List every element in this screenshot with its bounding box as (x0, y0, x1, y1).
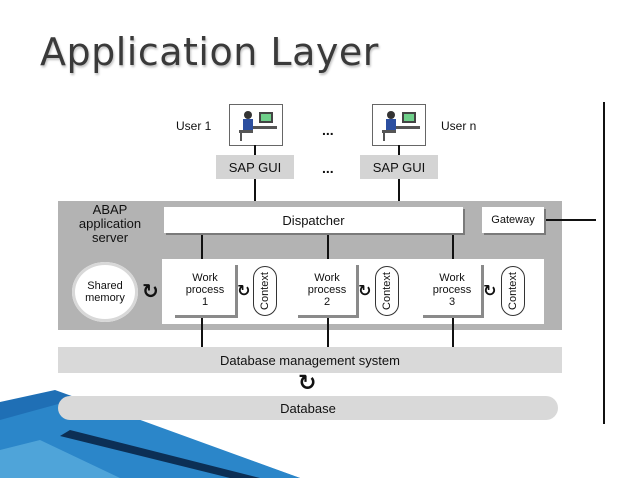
database-box: Database (58, 396, 558, 420)
shared-memory-label-line: memory (85, 292, 125, 304)
exchange-arrows-icon: ↻ (142, 281, 159, 303)
connector (327, 235, 329, 259)
context-label: Context (381, 272, 394, 310)
context-2: Context (375, 266, 399, 316)
work-process-label-line: process (307, 284, 347, 296)
slide-title: Application Layer (40, 30, 379, 74)
dispatcher-box: Dispatcher (164, 207, 463, 233)
exchange-arrows-icon: ↻ (483, 283, 497, 300)
work-process-1: Work process 1 (175, 265, 238, 318)
gateway-external-line (546, 219, 596, 221)
user-at-computer-icon (229, 104, 283, 146)
sap-gui-box-n: SAP GUI (360, 155, 438, 179)
abap-server-label-line: application (78, 216, 142, 231)
context-1: Context (253, 266, 277, 316)
work-process-label-line: 1 (201, 296, 209, 308)
sap-gui-box-1: SAP GUI (216, 155, 294, 179)
shared-memory: Shared memory (72, 262, 138, 322)
work-process-label-line: Work (439, 272, 465, 284)
database-management-system-box: Database management system (58, 347, 562, 373)
context-label: Context (259, 272, 272, 310)
connector (452, 318, 454, 347)
work-process-label-line: Work (314, 272, 340, 284)
exchange-arrows-icon: ↻ (358, 283, 372, 300)
abap-server-label: ABAP application server (62, 203, 158, 245)
connector (398, 145, 400, 155)
user-n-label: User n (441, 119, 477, 133)
connector (254, 179, 256, 205)
connector (254, 145, 256, 155)
connector (201, 318, 203, 347)
connector (201, 235, 203, 259)
context-label: Context (507, 272, 520, 310)
user-at-computer-icon (372, 104, 426, 146)
users-ellipsis: ... (322, 122, 334, 138)
gateway-box: Gateway (482, 207, 544, 233)
connector (327, 318, 329, 347)
work-process-2: Work process 2 (298, 265, 359, 318)
work-process-3: Work process 3 (423, 265, 484, 318)
sap-gui-ellipsis: ... (322, 160, 334, 176)
work-process-label-line: 2 (323, 296, 331, 308)
context-3: Context (501, 266, 525, 316)
exchange-arrows-icon: ↻ (237, 283, 251, 300)
boundary-line (603, 102, 605, 424)
work-process-label-line: process (185, 284, 225, 296)
work-process-label-line: process (432, 284, 472, 296)
work-process-label-line: 3 (448, 296, 456, 308)
connector (452, 235, 454, 259)
abap-server-label-line: server (91, 230, 129, 245)
user-1-label: User 1 (176, 119, 212, 133)
connector (398, 179, 400, 205)
abap-server-label-line: ABAP (92, 202, 128, 217)
exchange-arrows-icon: ↻ (298, 370, 317, 395)
shared-memory-label-line: Shared (87, 280, 123, 292)
work-process-label-line: Work (192, 272, 218, 284)
